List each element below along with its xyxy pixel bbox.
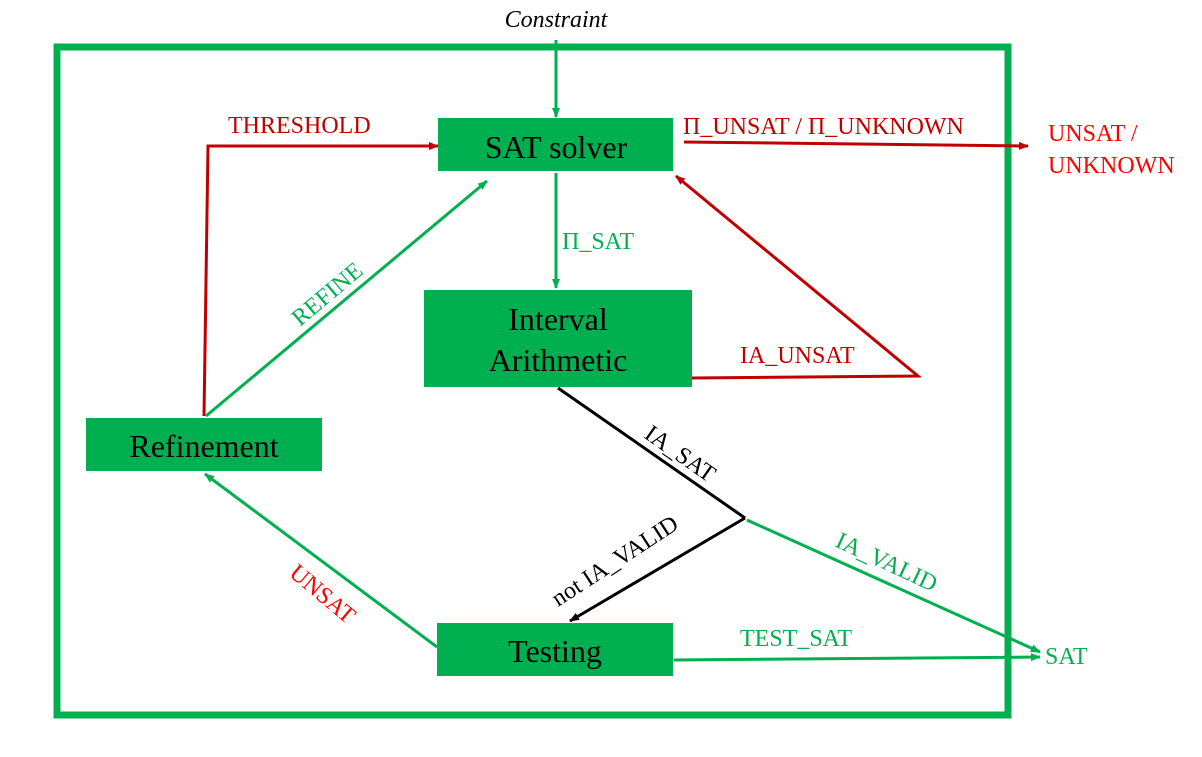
- edge-ia-unsat: [675, 174, 923, 380]
- node-testing-label: Testing: [508, 633, 602, 669]
- label-not-ia-valid: not IA_VALID: [547, 511, 683, 612]
- node-testing: Testing: [437, 623, 673, 676]
- label-sat: SAT: [1045, 644, 1088, 670]
- edge-threshold: [202, 142, 439, 417]
- label-refine: REFINE: [287, 258, 368, 332]
- edge-ia-valid: [746, 518, 1041, 654]
- label-unsat-unknown-2: UNKNOWN: [1048, 153, 1175, 179]
- edge-test-sat: [673, 653, 1041, 662]
- label-threshold: THRESHOLD: [228, 113, 371, 139]
- node-interval-arithmetic-label-1: Interval: [508, 301, 608, 337]
- label-constraint: Constraint: [505, 7, 609, 33]
- label-ia-unsat: IA_UNSAT: [740, 343, 855, 369]
- edge-refine: [205, 179, 488, 418]
- outer-frame: [53, 43, 1012, 719]
- edge-not-ia-valid: [569, 516, 746, 623]
- label-unsat: UNSAT: [284, 560, 360, 630]
- node-refinement-label: Refinement: [129, 428, 278, 464]
- label-pi-unsat-unknown: Π_UNSAT / Π_UNKNOWN: [683, 114, 964, 140]
- node-sat-solver-label: SAT solver: [485, 129, 628, 165]
- edge-unsat: [204, 472, 438, 649]
- node-sat-solver: SAT solver: [438, 118, 673, 171]
- node-interval-arithmetic: Interval Arithmetic: [424, 290, 692, 387]
- label-unsat-unknown-1: UNSAT /: [1048, 121, 1138, 147]
- label-ia-valid: IA_VALID: [831, 528, 941, 598]
- label-pi-sat: Π_SAT: [562, 229, 634, 255]
- node-interval-arithmetic-label-2: Arithmetic: [489, 342, 628, 378]
- node-refinement: Refinement: [86, 418, 322, 471]
- edge-pi-unsat-unknown: [683, 140, 1029, 150]
- edge-ia-sat: [557, 386, 746, 520]
- label-test-sat: TEST_SAT: [740, 626, 852, 652]
